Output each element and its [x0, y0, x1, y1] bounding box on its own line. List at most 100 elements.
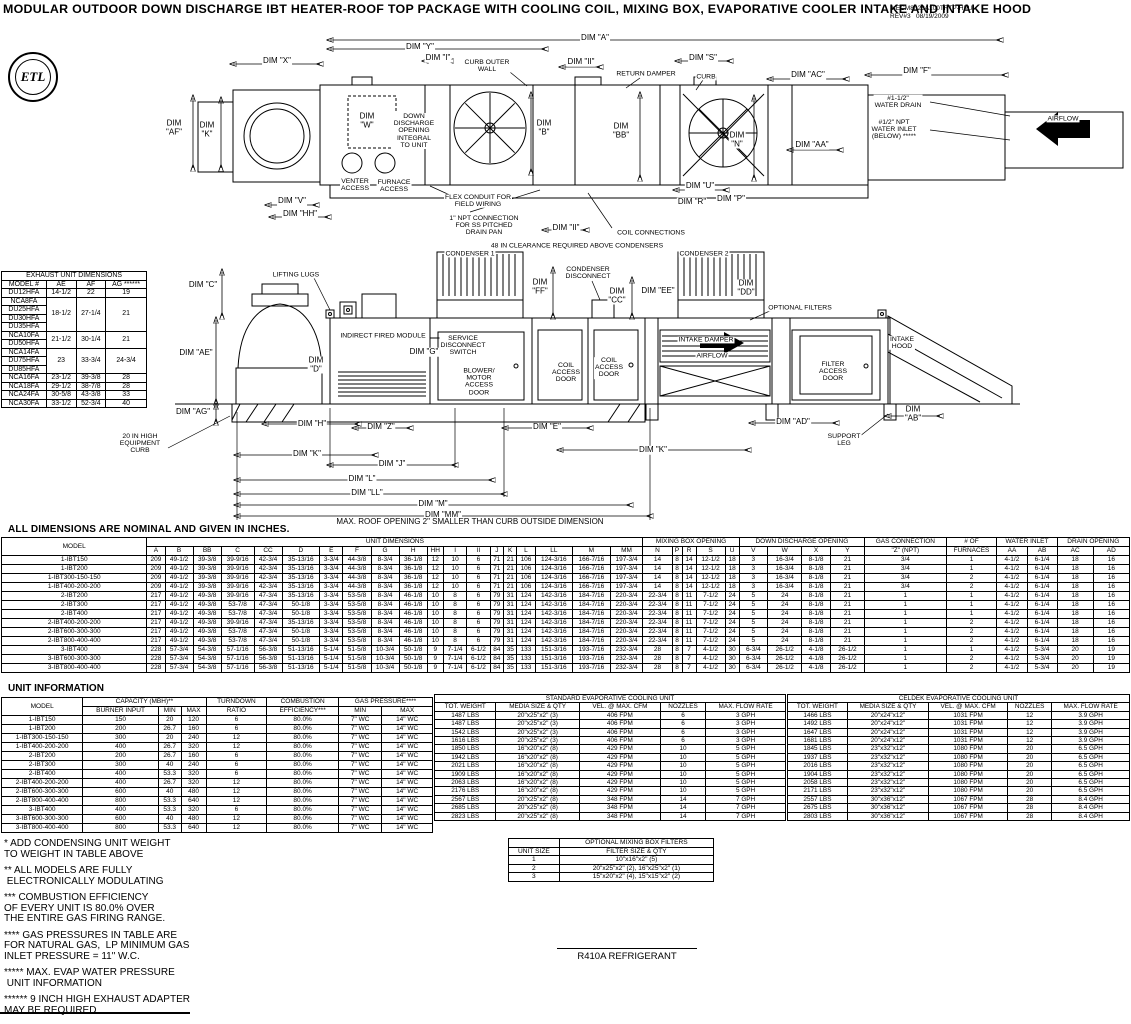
table-cell: 47-3/4: [253, 600, 283, 610]
table-cell: 8-1/8: [801, 564, 831, 574]
column-header: E: [319, 546, 344, 556]
table-cell: 47-3/4: [253, 627, 283, 637]
table-cell: 79: [489, 609, 505, 619]
table-cell: 10: [426, 600, 444, 610]
table-cell: 1-IBT150: [0, 715, 84, 725]
table-cell: 20"x25"x2" (3): [495, 710, 580, 721]
table-cell: 57-1/16: [220, 645, 255, 655]
table-cell: 3-IBT800-400-400: [0, 823, 84, 833]
table-cell: 28: [642, 645, 673, 655]
table-cell: 6: [466, 564, 491, 574]
table-cell: 21: [829, 573, 866, 583]
dim-label: DIM "J": [377, 458, 407, 469]
table-cell: 8: [671, 582, 683, 592]
table-cell: 1937 LBS: [787, 752, 848, 763]
table-cell: NCA18FA: [1, 381, 47, 391]
table-cell: 16-3/4: [767, 573, 803, 583]
table-cell: 20: [157, 715, 182, 725]
table-cell: 16"x20"x2" (8): [495, 786, 580, 796]
table-cell: 8: [671, 600, 683, 610]
table-cell: 151-3/16: [534, 663, 574, 673]
table-cell: 232-3/4: [609, 645, 644, 655]
table-cell: 20"x25"x2" (3): [495, 736, 580, 746]
table-cell: 23"x32"x12": [846, 786, 930, 796]
table-cell: 10: [442, 564, 468, 574]
table-cell: 6: [466, 573, 491, 583]
table-cell: 35-13/16: [281, 591, 321, 601]
table-cell: 20: [1056, 654, 1094, 664]
table-cell: 31: [503, 609, 518, 619]
table-cell: 6: [659, 719, 707, 729]
table-cell: 18: [724, 555, 740, 565]
table-cell: 30"x36"x12": [846, 794, 930, 805]
column-header: UNIT SIZE: [508, 846, 560, 857]
table-cell: 8: [671, 618, 683, 628]
annotation-label: SERVICE DISCONNECT SWITCH: [439, 335, 487, 357]
table-cell: 1067 FPM: [928, 794, 1009, 805]
column-header: CC: [253, 546, 283, 556]
table-cell: 1: [864, 618, 947, 628]
table-cell: 4-1/2: [996, 609, 1028, 619]
table-cell: 14" WC: [381, 814, 433, 824]
table-cell: 12: [426, 555, 444, 565]
table-cell: 10: [659, 769, 707, 780]
refrigerant-note: R410A REFRIGERANT: [557, 948, 697, 962]
table-cell: 6-3/4: [738, 663, 769, 673]
table-cell: 1-IBT300-150-150: [0, 573, 148, 583]
dim-label: DIM "N": [728, 130, 746, 149]
table-cell: 16: [1092, 636, 1131, 646]
column-header: EXHAUST UNIT DIMENSIONS: [1, 271, 147, 281]
dim-label: DIM "C": [187, 279, 219, 290]
table-cell: 21: [503, 582, 518, 592]
dim-label: DIM "L": [347, 473, 377, 484]
table-cell: 43-3/8: [75, 390, 107, 400]
dim-label: DIM "U": [684, 180, 716, 191]
table-cell: 14" WC: [381, 787, 433, 797]
column-header: J: [489, 546, 505, 556]
table-cell: 29-1/2: [45, 381, 77, 391]
table-cell: 200: [82, 724, 159, 734]
table-cell: 6-1/4: [1026, 555, 1058, 565]
table-cell: 53-5/8: [342, 591, 372, 601]
dim-label: DIM "R": [676, 196, 708, 207]
table-cell: 39-3/8: [192, 555, 222, 565]
table-cell: 49-1/2: [164, 573, 194, 583]
table-cell: 40: [157, 814, 182, 824]
dim-label: DIM "K": [638, 444, 668, 455]
table-cell: 57-3/4: [164, 663, 194, 673]
table-cell: 9: [426, 645, 444, 655]
table-cell: 1492 LBS: [787, 719, 848, 729]
table-cell: 166-7/16: [572, 573, 611, 583]
annotation-label: INTAKE HOOD: [888, 335, 916, 351]
column-header: VEL. @ MAX. CFM: [578, 702, 661, 712]
table-cell: 16"x20"x2" (8): [495, 769, 580, 780]
dim-label: DIM "W": [358, 111, 376, 130]
table-cell: 406 FPM: [578, 736, 661, 746]
table-cell: 12: [1007, 719, 1053, 729]
table-cell: 6-1/4: [1026, 636, 1058, 646]
table-cell: 2-IBT200: [0, 591, 148, 601]
table-cell: 1647 LBS: [787, 727, 848, 738]
table-cell: 2: [945, 573, 998, 583]
dim-label: DIM "V": [277, 195, 307, 206]
table-cell: 20"x24"x12": [846, 710, 930, 721]
table-cell: 71: [489, 555, 505, 565]
column-header: MODEL: [0, 537, 148, 556]
table-cell: 14: [642, 573, 673, 583]
table-cell: 429 FPM: [578, 761, 661, 771]
table-cell: 20: [157, 733, 182, 743]
table-cell: 209: [146, 582, 166, 592]
annotation-label: COIL ACCESS DOOR: [594, 357, 624, 379]
